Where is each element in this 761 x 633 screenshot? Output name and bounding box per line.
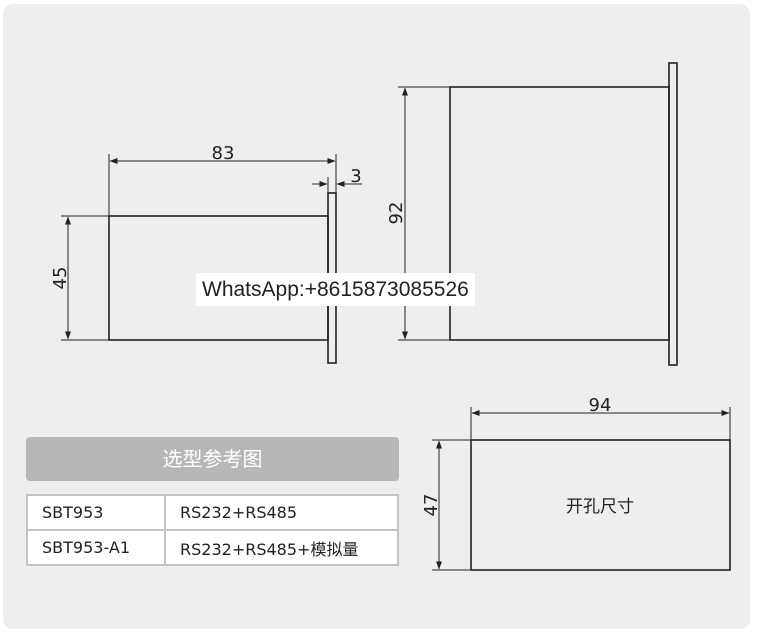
selection-title: 选型参考图: [26, 437, 399, 481]
cutout-label: 开孔尺寸: [566, 497, 634, 517]
side-view-flange: [668, 62, 678, 366]
dim-label-83: 83: [212, 143, 235, 164]
dim-label-47: 47: [421, 494, 442, 517]
side-view-body: [449, 86, 670, 341]
interface-cell: RS232+RS485: [164, 494, 399, 531]
interface-cell: RS232+RS485+模拟量: [164, 529, 399, 566]
dim-label-94: 94: [589, 395, 612, 416]
selection-table: SBT953 RS232+RS485 SBT953-A1 RS232+RS485…: [26, 494, 399, 566]
cutout-outline: [470, 439, 731, 571]
model-cell: SBT953-A1: [26, 529, 166, 566]
table-row: SBT953-A1 RS232+RS485+模拟量: [26, 529, 399, 566]
table-row: SBT953 RS232+RS485: [26, 494, 399, 531]
watermark: WhatsApp:+8615873085526: [196, 273, 475, 306]
dim-label-92: 92: [386, 202, 407, 225]
dim-label-45: 45: [50, 267, 71, 290]
model-cell: SBT953: [26, 494, 166, 531]
dim-label-3: 3: [350, 166, 361, 187]
